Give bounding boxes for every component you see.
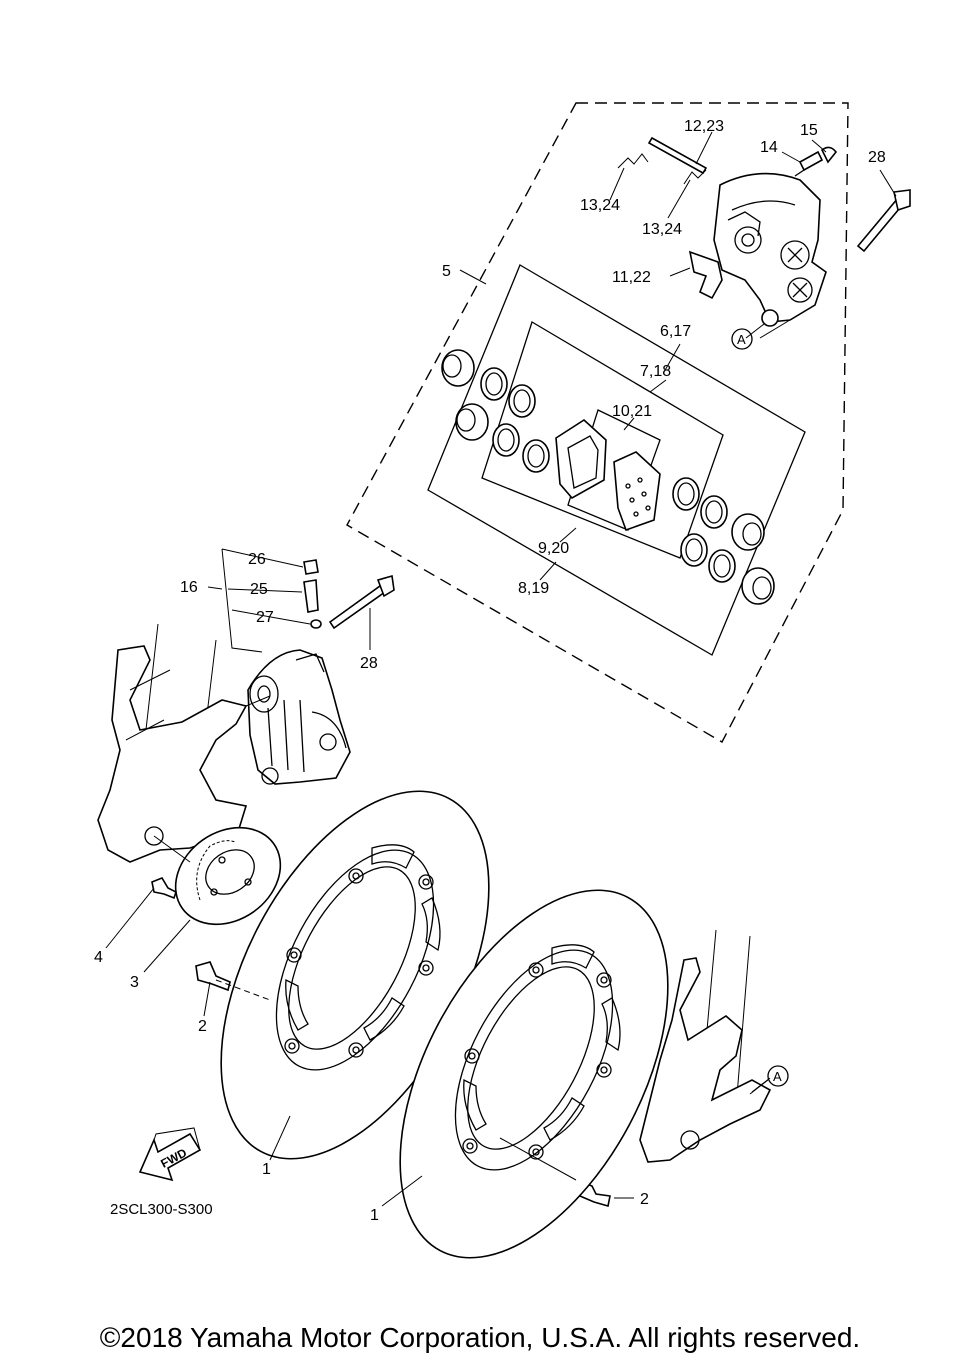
callout-5: 5 bbox=[442, 263, 451, 280]
reference-marker-a-right: A bbox=[767, 1065, 789, 1087]
lower-brake-caliper bbox=[247, 649, 351, 785]
callout-13-24-right: 13,24 bbox=[642, 221, 682, 238]
callout-7-18: 7,18 bbox=[640, 363, 671, 380]
callout-labels: 12,23 15 14 28 13,24 13,24 5 11,22 6,17 … bbox=[94, 118, 886, 1224]
callout-13-24-left: 13,24 bbox=[580, 197, 620, 214]
pad-spring bbox=[688, 250, 723, 300]
callout-leader-lines bbox=[105, 131, 897, 1207]
callout-2-left: 2 bbox=[198, 1018, 207, 1035]
callout-16: 16 bbox=[180, 579, 198, 596]
reference-marker-a-upper: A bbox=[731, 328, 753, 350]
callout-1-left: 1 bbox=[262, 1161, 271, 1178]
diagram-code: 2SCL300-S300 bbox=[110, 1201, 213, 1218]
pad-pin bbox=[647, 136, 708, 175]
callout-2-right: 2 bbox=[640, 1191, 649, 1208]
caliper-kit-boundary bbox=[346, 102, 849, 743]
bleed-cap-lower bbox=[303, 559, 319, 575]
callout-28-upper: 28 bbox=[868, 149, 886, 166]
callout-27: 27 bbox=[256, 609, 274, 626]
brake-pads bbox=[555, 418, 661, 532]
bleed-screw bbox=[794, 146, 838, 177]
caliper-bolt-lower bbox=[328, 574, 395, 630]
callout-28-lower: 28 bbox=[360, 655, 378, 672]
pin-clip-2 bbox=[683, 169, 707, 185]
pin-clip-1 bbox=[617, 153, 649, 169]
bleed-screw-lower bbox=[303, 579, 319, 613]
assembly-guide-lines bbox=[153, 319, 791, 1181]
brake-disc-right bbox=[399, 889, 669, 1259]
callout-1-right: 1 bbox=[370, 1207, 379, 1224]
disc-bolt-left bbox=[195, 961, 231, 992]
svg-text:A: A bbox=[773, 1069, 782, 1084]
callout-14: 14 bbox=[760, 139, 778, 156]
copyright-notice: ©2018 Yamaha Motor Corporation, U.S.A. A… bbox=[99, 1322, 861, 1353]
abs-sensor-ring bbox=[174, 826, 282, 926]
callout-12-23: 12,23 bbox=[684, 118, 724, 135]
caliper-bolt-upper bbox=[856, 189, 911, 253]
washer-lower bbox=[310, 619, 322, 629]
callout-11-22: 11,22 bbox=[612, 269, 651, 286]
callout-8-19: 8,19 bbox=[518, 580, 549, 597]
callout-4: 4 bbox=[94, 949, 103, 966]
upper-brake-caliper bbox=[713, 172, 827, 327]
callout-6-17: 6,17 bbox=[660, 323, 691, 340]
callout-16-bracket bbox=[221, 548, 311, 653]
callout-25: 25 bbox=[250, 581, 268, 598]
callout-15: 15 bbox=[800, 122, 818, 139]
pistons-and-seals bbox=[441, 349, 775, 605]
callout-26: 26 bbox=[248, 551, 266, 568]
fwd-direction-arrow: FWD bbox=[138, 1127, 202, 1182]
left-fork-leg bbox=[97, 623, 248, 863]
svg-text:A: A bbox=[737, 332, 746, 347]
abs-ring-bolt bbox=[151, 877, 177, 900]
callout-3: 3 bbox=[130, 974, 139, 991]
callout-9-20: 9,20 bbox=[538, 540, 569, 557]
callout-10-21: 10,21 bbox=[612, 403, 652, 420]
